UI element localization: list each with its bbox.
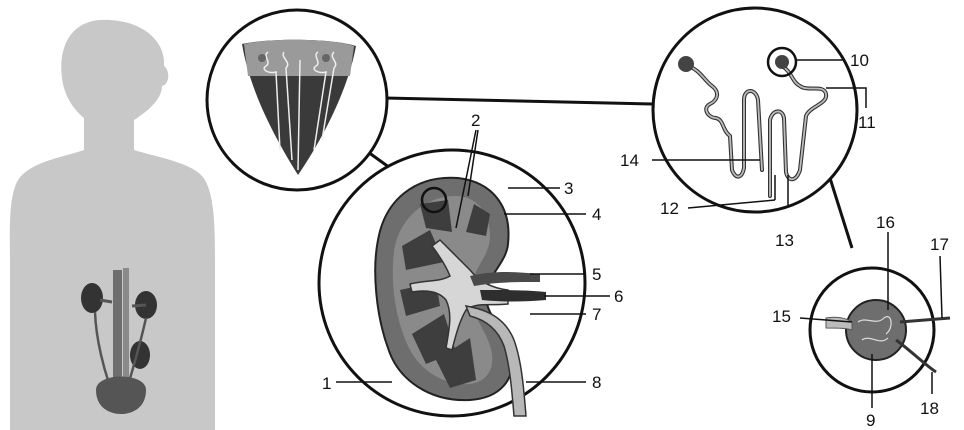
label-12: 12 [660,199,679,218]
label-8: 8 [592,373,601,392]
label-3: 3 [564,179,573,198]
label-17: 17 [930,235,949,254]
nephron-circle [653,8,857,212]
kidney-cross-section [319,150,585,416]
label-7: 7 [592,305,601,324]
pyramid-magnified-circle [207,10,387,190]
label-6: 6 [614,287,623,306]
human-silhouette [10,20,215,430]
label-16: 16 [876,213,895,232]
left-kidney-icon [81,283,103,313]
label-9: 9 [866,411,875,430]
label-14: 14 [620,151,639,170]
label-11: 11 [858,113,876,132]
label-5: 5 [592,265,601,284]
label-1: 1 [322,374,331,393]
label-18: 18 [920,399,939,418]
label-2: 2 [471,111,480,130]
label-13: 13 [775,231,794,250]
label-4: 4 [592,205,601,224]
glomerulus-circle [810,268,950,392]
label-10: 10 [850,51,869,70]
label-15: 15 [772,307,791,326]
